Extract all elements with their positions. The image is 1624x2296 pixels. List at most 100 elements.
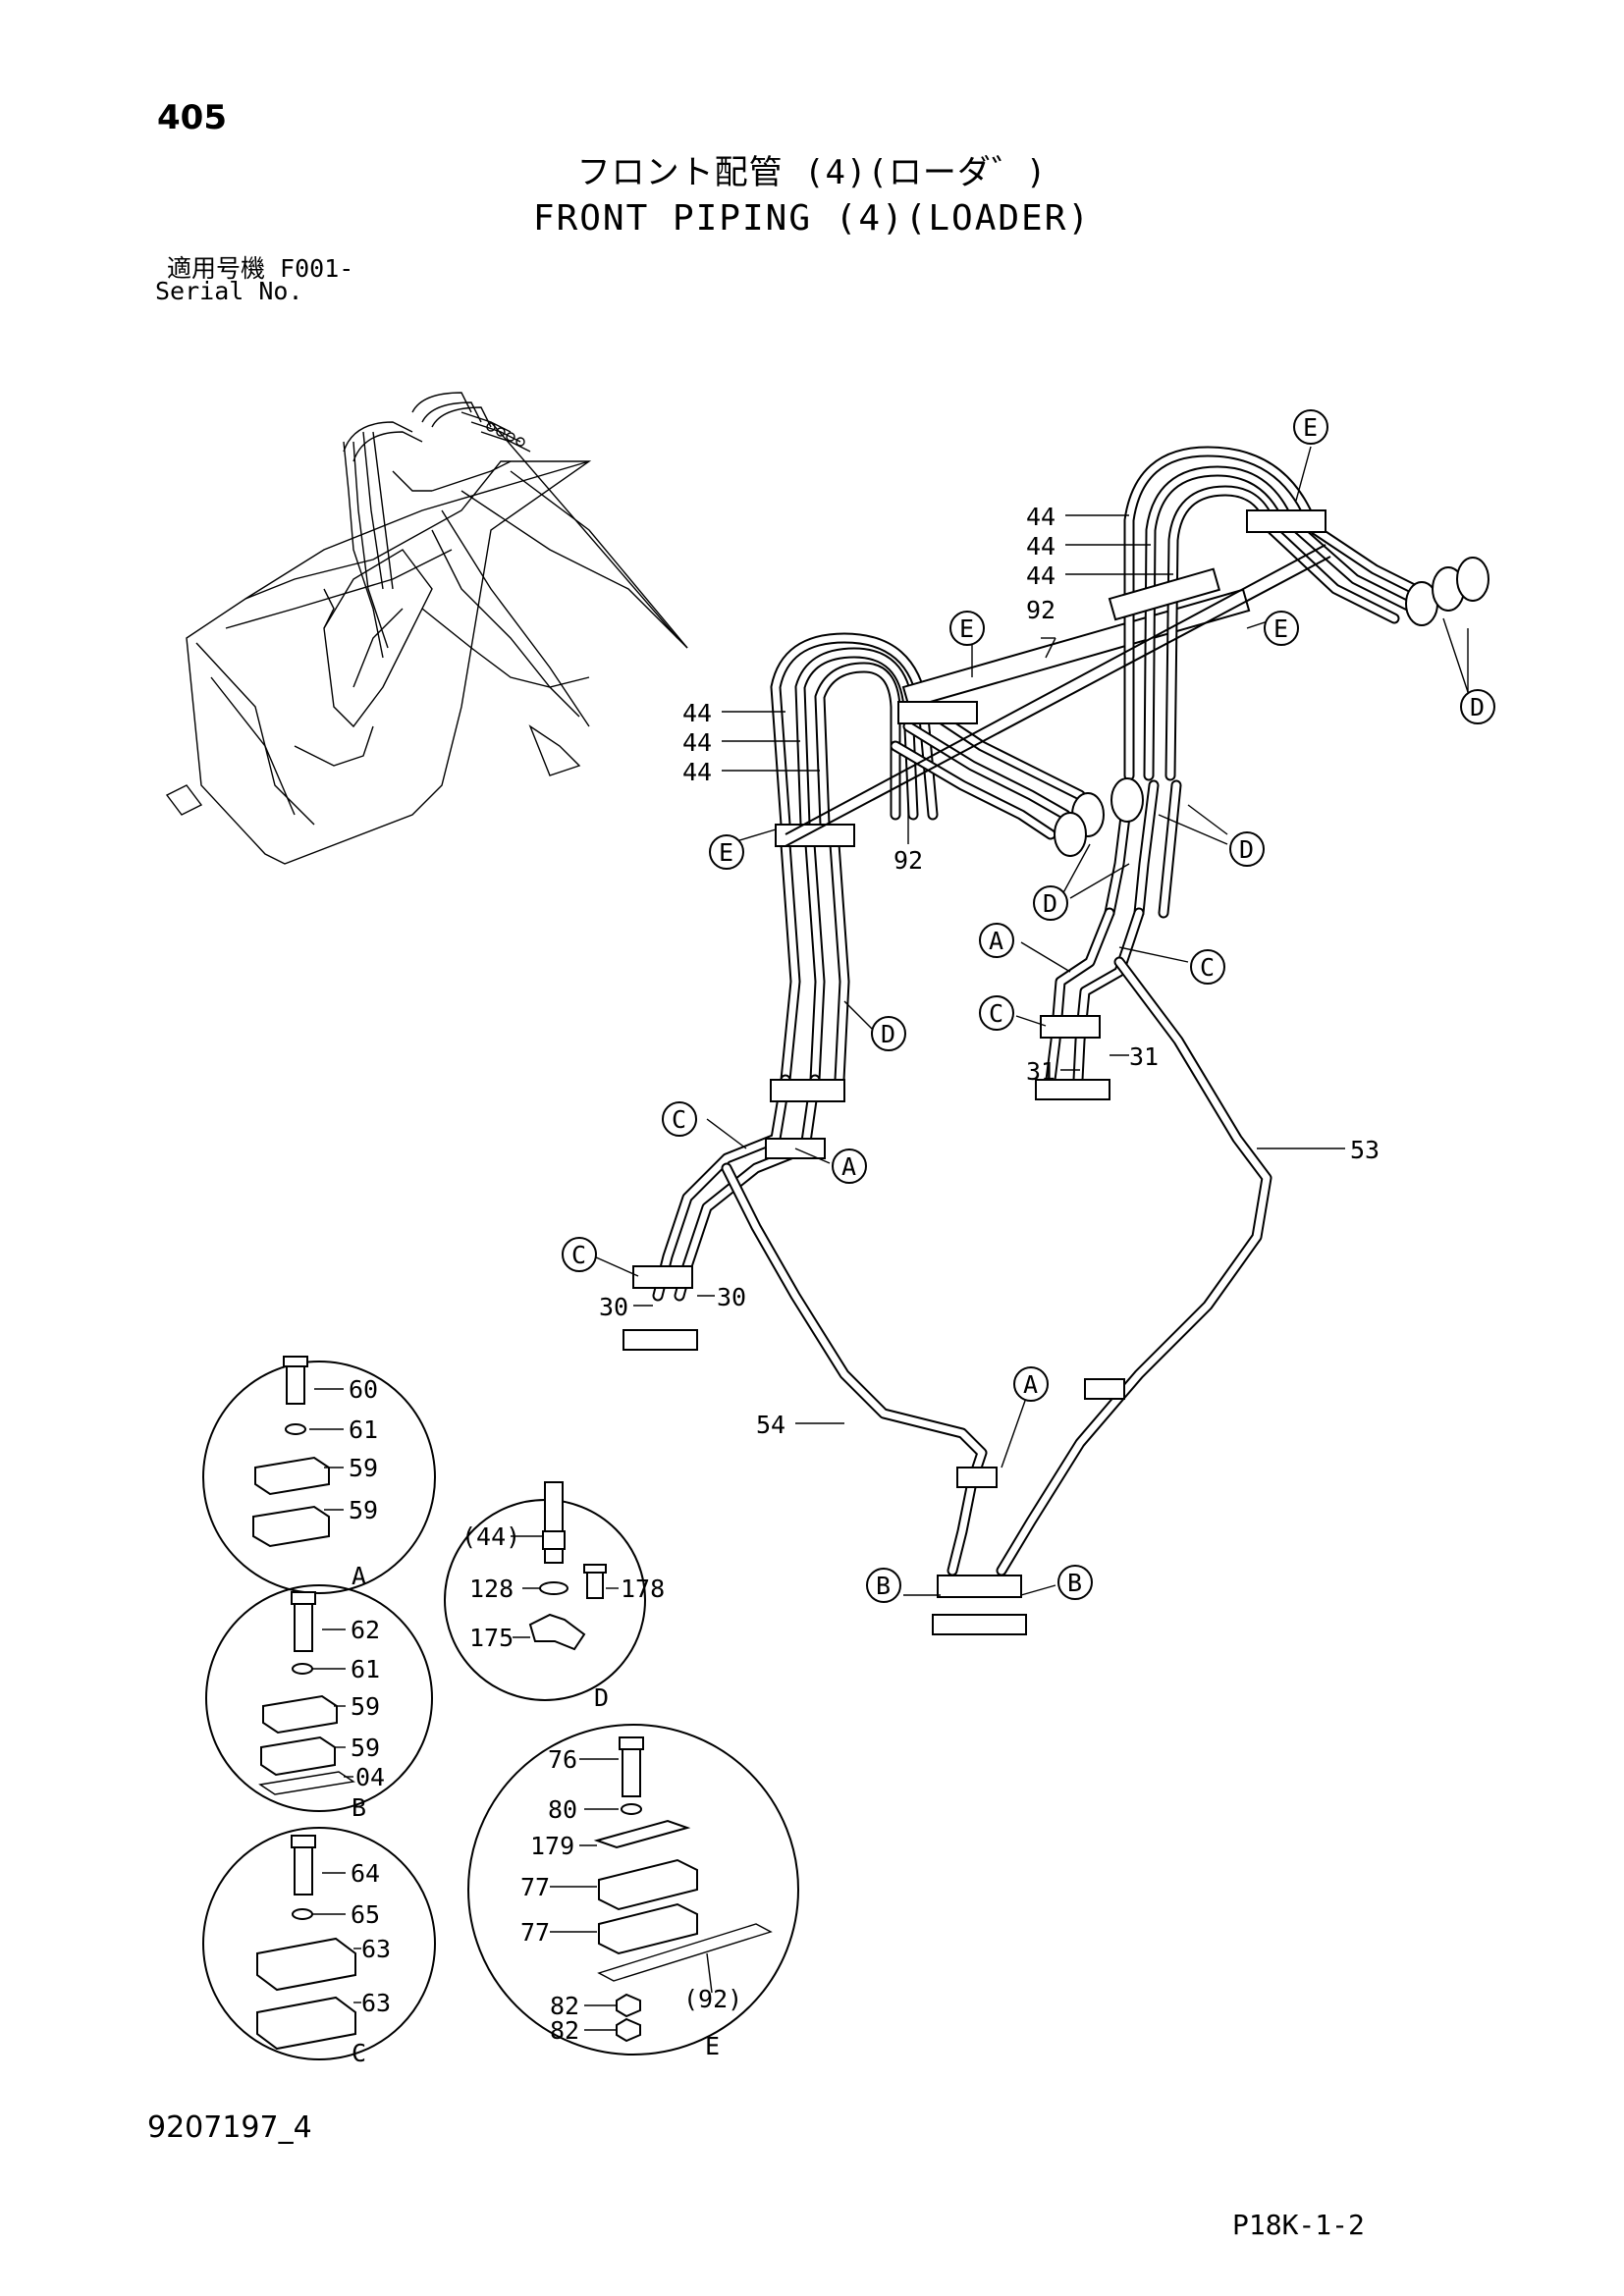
svg-text:C: C: [989, 999, 1003, 1028]
svg-text:77: 77: [520, 1918, 550, 1947]
letter-callouts: E E E E D D D D A A A C C C C B B: [562, 409, 1495, 1603]
loader-overview-sketch: [165, 392, 688, 865]
svg-text:E: E: [1273, 614, 1288, 643]
title-japanese: フロント配管 (4)(ローダ゛): [576, 153, 1048, 192]
label-53: 53: [1350, 1136, 1380, 1164]
serial-label-english: Serial No.: [155, 277, 303, 305]
long-pipes: [721, 956, 1272, 1635]
svg-text:61: 61: [351, 1655, 380, 1683]
svg-text:77: 77: [520, 1873, 550, 1901]
detail-B-label: B: [352, 1793, 366, 1822]
svg-text:59: 59: [349, 1454, 378, 1482]
callout-E: E: [949, 611, 985, 646]
svg-text:C: C: [571, 1241, 586, 1269]
label-31: 31: [1129, 1042, 1159, 1071]
svg-text:C: C: [1200, 953, 1215, 982]
label-44: 44: [682, 758, 712, 786]
svg-text:E: E: [1303, 413, 1318, 442]
svg-text:63: 63: [361, 1989, 391, 2017]
reference-code: P18K-1-2: [1232, 2209, 1365, 2241]
svg-text:D: D: [1043, 889, 1057, 918]
leader-lines: [593, 446, 1474, 1596]
label-30: 30: [717, 1283, 746, 1311]
svg-text:(92): (92): [683, 1985, 742, 2013]
title-english: FRONT PIPING (4)(LOADER): [532, 198, 1092, 239]
svg-text:B: B: [876, 1572, 891, 1600]
callout-B: B: [866, 1568, 901, 1603]
callout-E: E: [1293, 409, 1328, 445]
svg-text:D: D: [1239, 835, 1254, 864]
svg-text:A: A: [841, 1152, 856, 1181]
svg-text:D: D: [881, 1020, 895, 1048]
detail-A: 60 61 59 59 A: [202, 1356, 436, 1594]
svg-text:76: 76: [548, 1745, 577, 1774]
detail-B: 62 61 59 59 04 B: [205, 1584, 433, 1822]
detail-C: 64 65 63 63 C: [202, 1827, 436, 2067]
label-92: 92: [1026, 596, 1056, 624]
label-44: 44: [1026, 532, 1056, 561]
svg-text:59: 59: [351, 1734, 380, 1762]
label-44: 44: [1026, 561, 1056, 590]
callout-A: A: [1013, 1366, 1049, 1402]
svg-text:60: 60: [349, 1375, 378, 1404]
detail-E: 76 80 179 77 77 (92) 82 82 E: [467, 1724, 799, 2060]
svg-text:82: 82: [550, 2016, 579, 2045]
svg-text:59: 59: [349, 1496, 378, 1524]
svg-text:59: 59: [351, 1692, 380, 1721]
detail-D: (44) 128 178 175 D: [444, 1481, 665, 1712]
detail-A-label: A: [352, 1562, 366, 1590]
svg-text:04: 04: [355, 1763, 385, 1791]
lower-right-pipes: [1035, 907, 1145, 1100]
svg-text:(44): (44): [461, 1522, 520, 1551]
callout-D: D: [1229, 831, 1265, 867]
label-54: 54: [756, 1411, 785, 1439]
svg-text:82: 82: [550, 1992, 579, 2020]
callout-C: C: [562, 1237, 597, 1272]
label-30: 30: [599, 1293, 628, 1321]
cross-hoses: [890, 557, 1489, 857]
svg-text:E: E: [959, 614, 974, 643]
callout-D: D: [1033, 885, 1068, 921]
label-44: 44: [682, 728, 712, 757]
callout-C: C: [662, 1101, 697, 1137]
svg-text:61: 61: [349, 1415, 378, 1444]
page-number: 405: [157, 98, 227, 137]
svg-text:65: 65: [351, 1900, 380, 1929]
callout-A: A: [979, 923, 1014, 958]
label-44: 44: [682, 699, 712, 727]
svg-text:B: B: [1067, 1569, 1082, 1597]
label-44: 44: [1026, 503, 1056, 531]
svg-text:D: D: [1470, 693, 1485, 721]
callout-A: A: [832, 1148, 867, 1184]
svg-text:63: 63: [361, 1935, 391, 1963]
svg-text:128: 128: [469, 1575, 514, 1603]
callout-E: E: [709, 834, 744, 870]
svg-text:62: 62: [351, 1616, 380, 1644]
detail-C-label: C: [352, 2039, 366, 2067]
label-92: 92: [893, 846, 923, 875]
svg-text:80: 80: [548, 1795, 577, 1824]
svg-text:178: 178: [621, 1575, 665, 1603]
hose-group-left: [770, 588, 1251, 1086]
callout-C: C: [1190, 949, 1225, 985]
callout-B: B: [1057, 1565, 1093, 1600]
callout-E: E: [1264, 611, 1299, 646]
hose-group-right: [1104, 446, 1439, 919]
support-bar-92: [785, 544, 1331, 847]
svg-text:A: A: [1023, 1370, 1038, 1399]
callout-labels: 44 44 44 92 44 44 44 92 31 31 30 30 53 5…: [599, 503, 1380, 1439]
lower-left-pipes: [623, 1074, 845, 1351]
detail-E-label: E: [705, 2032, 720, 2060]
serial-label-japanese: 適用号機 F001-: [167, 254, 354, 283]
svg-text:179: 179: [530, 1832, 574, 1860]
document-number: 9207197_4: [147, 2110, 312, 2145]
svg-text:64: 64: [351, 1859, 380, 1888]
svg-text:175: 175: [469, 1624, 514, 1652]
detail-D-label: D: [594, 1683, 609, 1712]
svg-text:A: A: [989, 927, 1003, 955]
svg-text:C: C: [672, 1105, 686, 1134]
label-31: 31: [1026, 1057, 1056, 1086]
svg-text:E: E: [719, 838, 733, 867]
callout-C: C: [979, 995, 1014, 1031]
